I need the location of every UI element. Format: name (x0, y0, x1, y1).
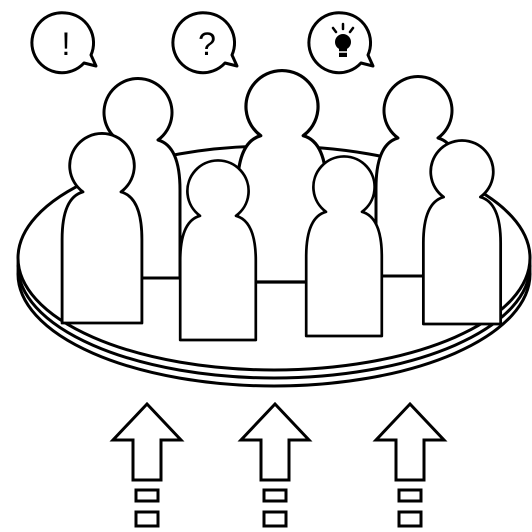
speech-bubble-idea (307, 11, 375, 75)
person-front-left (178, 159, 258, 342)
person-back-center (235, 69, 329, 284)
arrow-up-icon-right (372, 401, 448, 528)
exclamation-mark: ! (62, 26, 71, 62)
speech-bubbles: ! ? (30, 11, 375, 75)
person-front-right (304, 155, 384, 338)
person-front-far-left (60, 132, 144, 325)
people-group (60, 69, 503, 342)
speech-bubble-question: ? (171, 11, 239, 75)
person-front-far-right (421, 139, 503, 326)
speech-bubble-exclamation: ! (30, 11, 98, 75)
upward-arrows (109, 401, 448, 528)
arrow-up-icon-center (237, 401, 313, 528)
question-mark: ? (198, 26, 216, 62)
lightbulb-icon (331, 22, 355, 57)
arrow-up-icon-left (109, 401, 185, 528)
